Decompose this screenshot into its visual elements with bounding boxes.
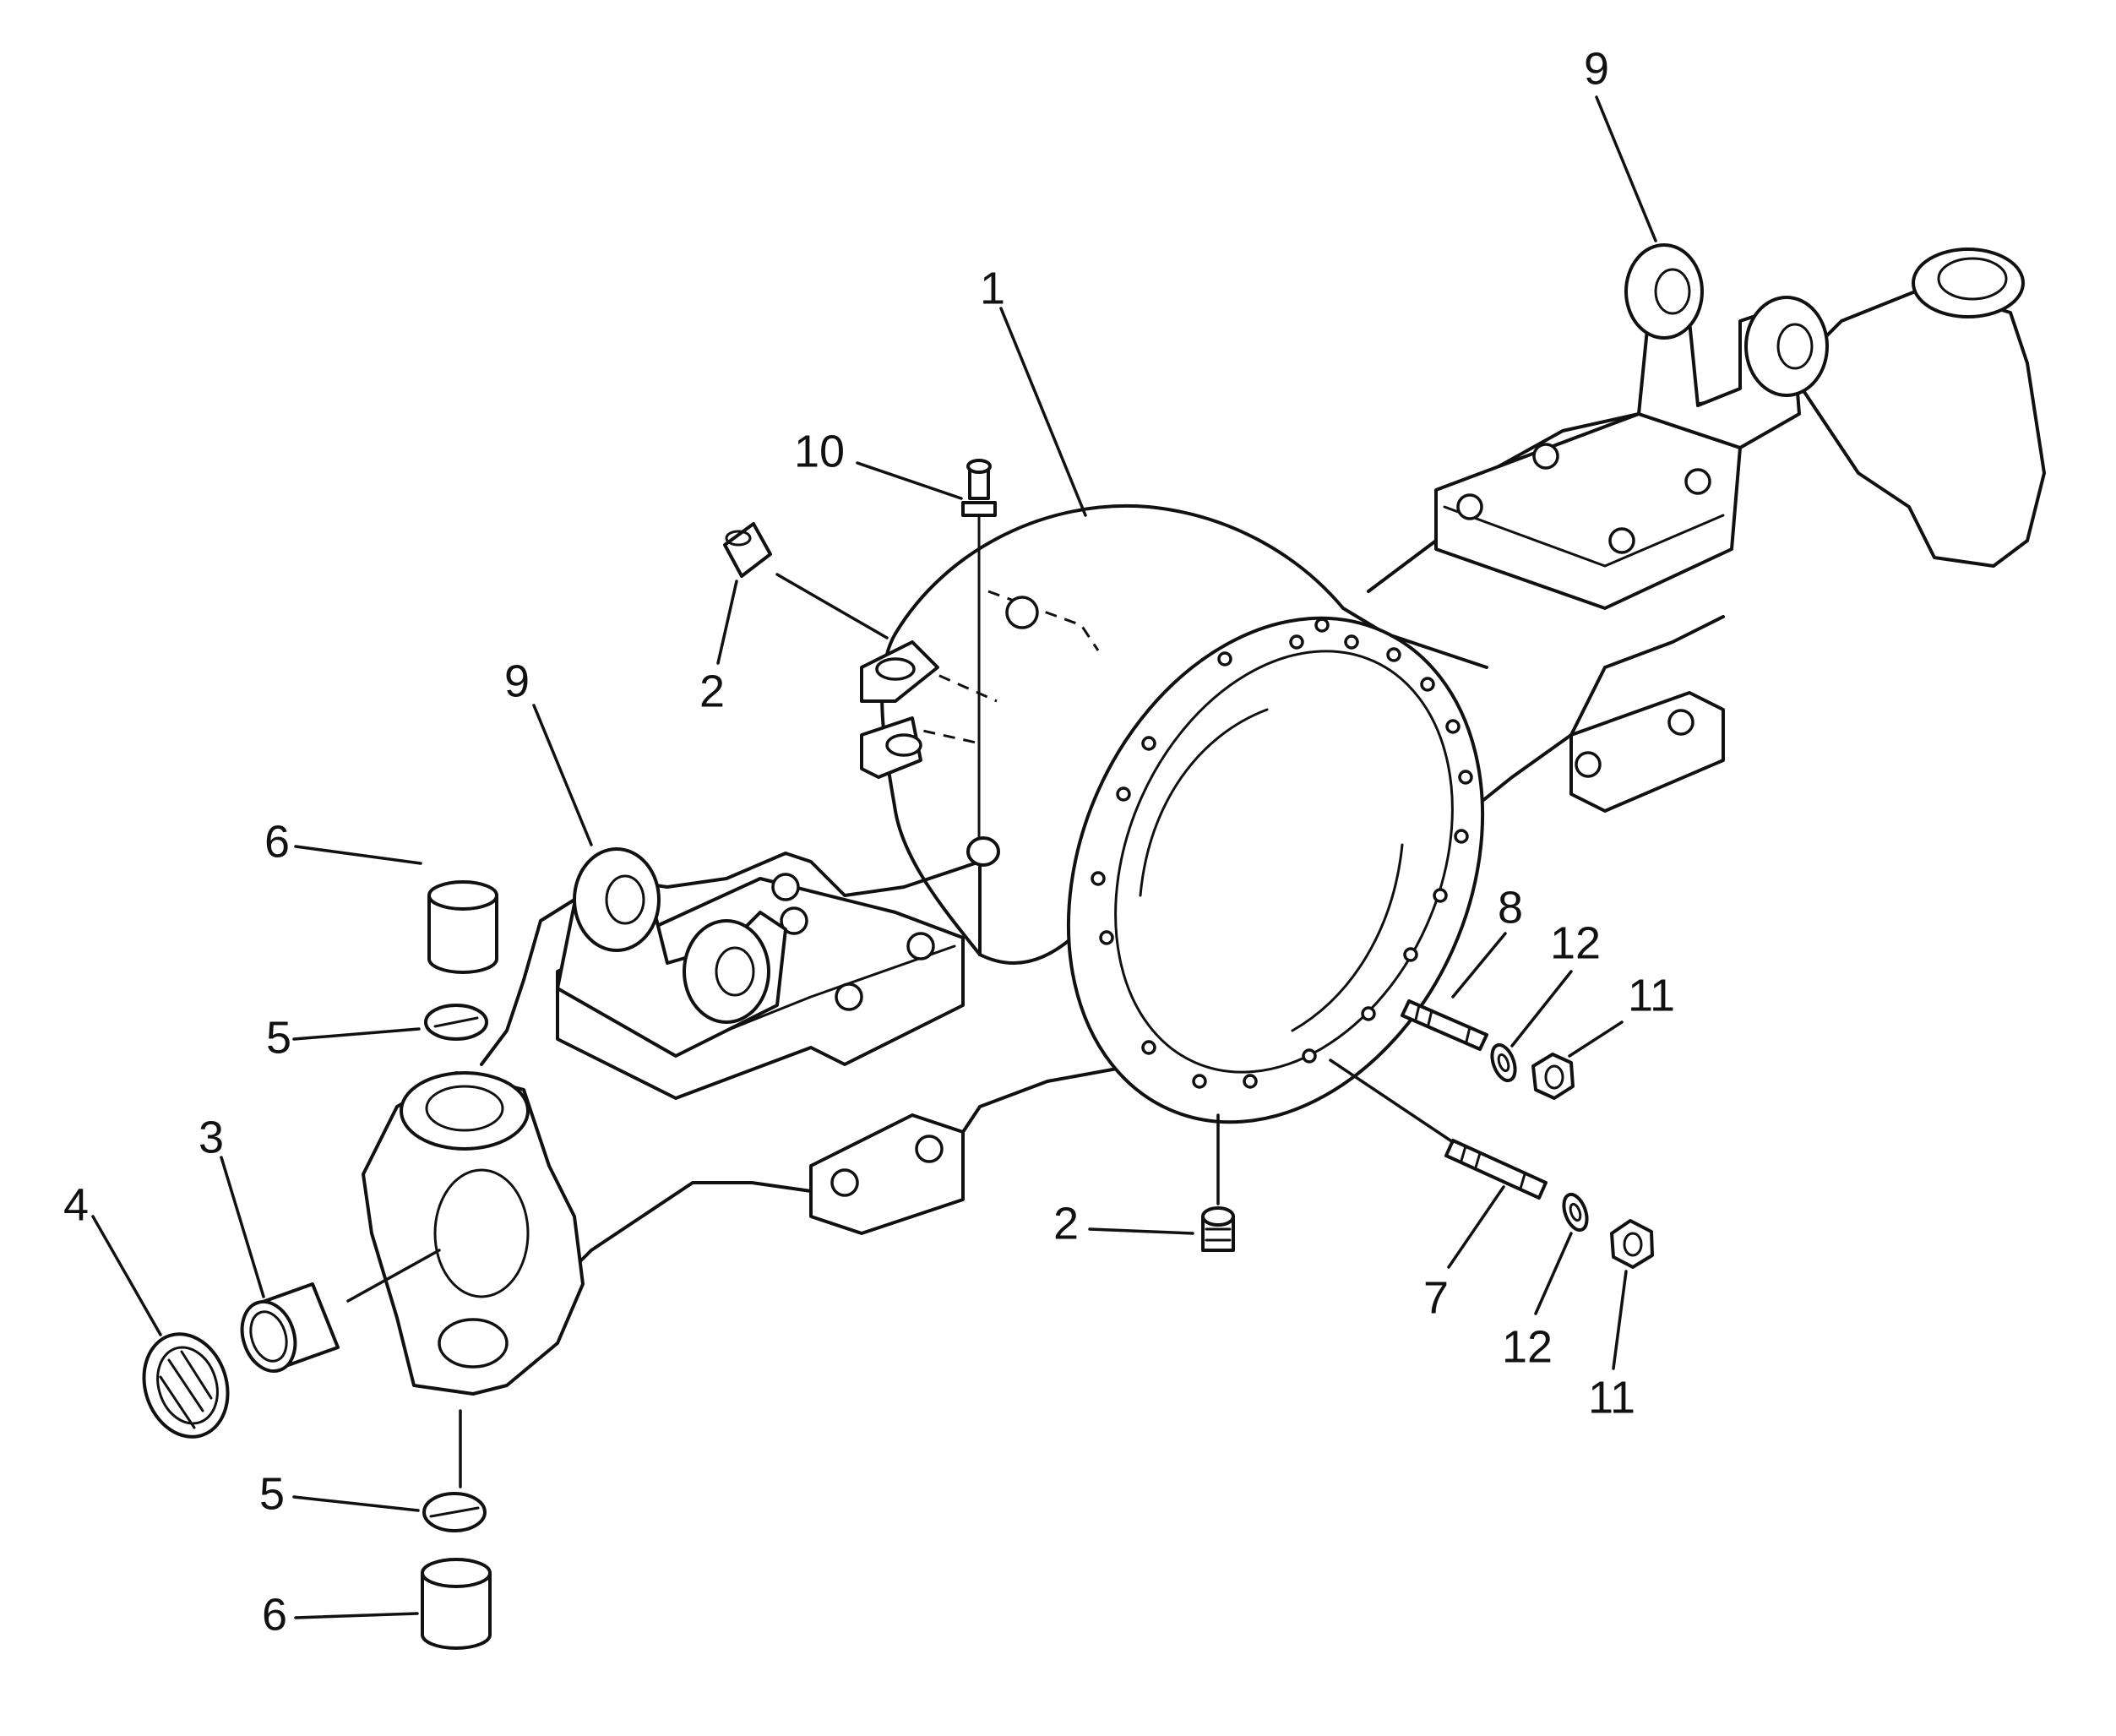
flange-bolt-holes [1091,618,1473,1089]
callout-2-lower: 2 [1053,1198,1079,1249]
callout-6-upper: 6 [264,816,290,867]
callout-11-upper: 11 [1628,970,1675,1020]
breather-part-10 [961,459,1000,867]
callout-9-left: 9 [504,656,530,706]
stud-short-part-8 [1401,999,1488,1051]
bushing-side-part-3 [240,1282,340,1374]
callout-5-lower: 5 [259,1468,285,1519]
callout-9-top: 9 [1584,43,1609,94]
callout-12-upper: 12 [1550,917,1601,968]
shim-upper-part-5 [424,1004,488,1041]
nut-lower-part-11 [1610,1219,1654,1269]
stud-long-part-7 [1444,1139,1548,1200]
leader-lines [91,95,1657,1619]
callout-3: 3 [199,1112,224,1162]
callout-6-lower: 6 [262,1589,287,1640]
bushing-lower-part-6 [421,1558,492,1650]
callout-labels: 1 2 2 3 4 5 5 6 6 7 8 9 9 10 11 11 12 12 [63,43,1675,1640]
callout-11-lower: 11 [1588,1372,1635,1423]
callout-1: 1 [980,263,1005,313]
callout-10: 10 [794,426,845,476]
yoke-upper-right [1624,243,1829,397]
callout-5-upper: 5 [266,1012,291,1063]
callout-8: 8 [1498,882,1523,933]
bushing-upper-part-6 [427,880,498,974]
seal-part-4 [142,1332,230,1439]
nut-upper-part-11 [1531,1053,1575,1100]
washer-upper-part-12 [1490,1042,1517,1083]
washer-lower-part-12 [1562,1192,1589,1233]
callout-7: 7 [1423,1272,1449,1323]
plug-lower-part-2 [1201,1206,1235,1252]
callout-4: 4 [63,1179,89,1230]
callout-2-upper: 2 [699,666,725,716]
plug-upper-part-2 [723,522,772,578]
shim-lower-part-5 [422,1492,487,1532]
yoke-left [573,847,770,1024]
callout-12-lower: 12 [1502,1321,1553,1372]
